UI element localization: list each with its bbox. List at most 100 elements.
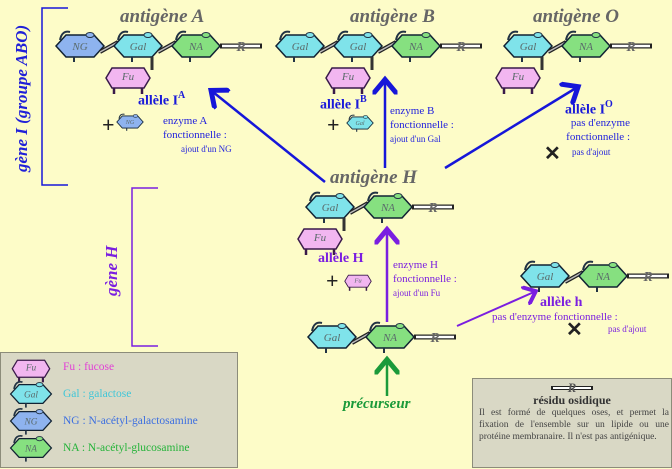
allele-ia-line3: ajout d'un NG [181,144,232,154]
arrow-precursor-to-h-small [456,292,534,327]
residu-box: R résidu osidique Il est formé de quelqu… [472,378,672,468]
precursor-label: précurseur [343,396,411,412]
sugar-ng-icon: NG [116,113,144,131]
residu-r-icon: R [414,331,456,346]
plus-icon: + [326,268,339,293]
residu-r-glyph: R [567,381,577,395]
sugar-na-icon: NA [364,321,416,353]
svg-text:R: R [642,270,652,285]
sugar-na-icon: NA [9,434,53,462]
sugar-label: Fu [313,232,327,244]
residu-r-icon: R [412,201,454,216]
sugar-label: Gal [537,271,554,283]
allele-io-sup: O [605,99,613,110]
arrow-h-to-a [213,92,326,183]
allele-h-small-line1: pas d'enzyme fonctionnelle : [492,311,618,323]
sugar-gal-icon: Gal [274,30,326,62]
svg-text:R: R [235,40,245,55]
precursor-structure: Gal NA R [306,321,456,353]
legend-item-fu: Fu : fucose [63,361,115,373]
residu-r-icon: R [627,270,669,285]
sugar-label: Gal [24,390,38,400]
allele-ib-enzyme: enzyme B fonctionnelle : ajout d'un Gal [390,104,454,146]
allele-io-name: allèle I [565,102,606,118]
residu-text: Il est formé de quelques oses, et permet… [479,408,669,442]
sugar-fu-icon: Fu [105,67,151,94]
antigen-a-title: antigène A [120,6,205,27]
sugar-ng-icon: NG [9,407,53,435]
antigen-h-structure: Gal NA R Fu [297,191,454,255]
svg-text:R: R [429,331,439,346]
sugar-label: NA [24,444,37,454]
sugar-fu-icon: Fu [344,274,372,291]
sugar-label: Gal [355,121,364,127]
allele-h-enzyme: enzyme H fonctionnelle : ajout d'un Fu [393,258,457,300]
sugar-label: Fu [341,71,355,83]
antigen-o-title: antigène O [533,6,620,27]
allele-h-small-label: allèle h [540,295,583,310]
allele-io-line3: pas d'ajout [572,147,611,157]
sugar-na-icon: NA [577,260,629,292]
sugar-label: NG [125,120,135,126]
sugar-fu-icon: Fu [495,67,541,94]
sugar-gal-icon: Gal [346,114,374,132]
gene-h-bracket [131,187,158,347]
sugar-label: Fu [25,363,37,373]
allele-io-label: allèle IO [565,99,613,119]
allele-io-enzyme: pas d'enzyme fonctionnelle : [544,116,630,144]
sugar-label: NG [71,41,87,53]
allele-h-line3: ajout d'un Fu [393,288,441,298]
sugar-label: NA [595,271,610,283]
allele-ia-line2: fonctionnelle : [163,129,227,141]
allele-ia-line1: enzyme A [163,115,208,127]
allele-io-line2: fonctionnelle : [566,131,630,143]
sugar-label: NG [24,417,38,427]
sugar-label: NA [380,202,395,214]
residu-r-icon: R [440,40,482,55]
antigen-b-structure: Gal Gal NA R Fu [274,30,482,94]
allele-ib-line3: ajout d'un Gal [390,134,441,144]
sugar-label: Fu [121,71,135,83]
allele-ib-name: allèle I [320,97,361,113]
allele-ib-line2: fonctionnelle : [390,119,454,131]
sugar-na-icon: NA [560,30,612,62]
svg-text:R: R [427,201,437,216]
plus-icon: + [102,112,115,137]
sugar-label: NA [578,41,593,53]
sugar-fu-icon: Fu [297,228,343,255]
residu-title: résidu osidique [533,393,611,407]
antigen-b-title: antigène B [350,6,435,27]
residu-r-icon: R [551,381,593,395]
allele-ib-sup: B [360,94,367,105]
sugar-label: Fu [511,71,525,83]
sugar-label: NA [382,332,397,344]
legend-item-na: NA : N-acétyl-glucosamine [63,442,190,454]
sugar-label: Gal [130,41,147,53]
gene-h-label: gène H [102,245,121,296]
antigen-h-small-structure: Gal NA R [519,260,669,292]
allele-h-small-line3: pas d'ajout [608,324,647,334]
sugar-gal-icon: Gal [519,260,571,292]
cross-icon: ✕ [566,319,583,341]
allele-ib-label: allèle IB [320,94,367,114]
legend-item-gal: Gal : galactose [63,388,132,400]
allele-h-line2: fonctionnelle : [393,273,457,285]
cross-icon: ✕ [544,143,561,165]
legend-item-ng: NG : N-acétyl-galactosamine [63,415,198,427]
allele-h-label: allèle H [318,251,364,266]
sugar-label: Gal [350,41,367,53]
allele-io-line1: pas d'enzyme [570,117,630,129]
residu-r-icon: R [220,40,262,55]
sugar-label: Gal [324,332,341,344]
allele-h-line1: enzyme H [393,259,438,271]
allele-ib-line1: enzyme B [390,105,435,117]
gene-i-bracket [41,7,68,186]
sugar-na-icon: NA [362,191,414,223]
sugar-label: Gal [322,202,339,214]
allele-ia-label: allèle IA [138,90,185,110]
sugar-label: NA [408,41,423,53]
